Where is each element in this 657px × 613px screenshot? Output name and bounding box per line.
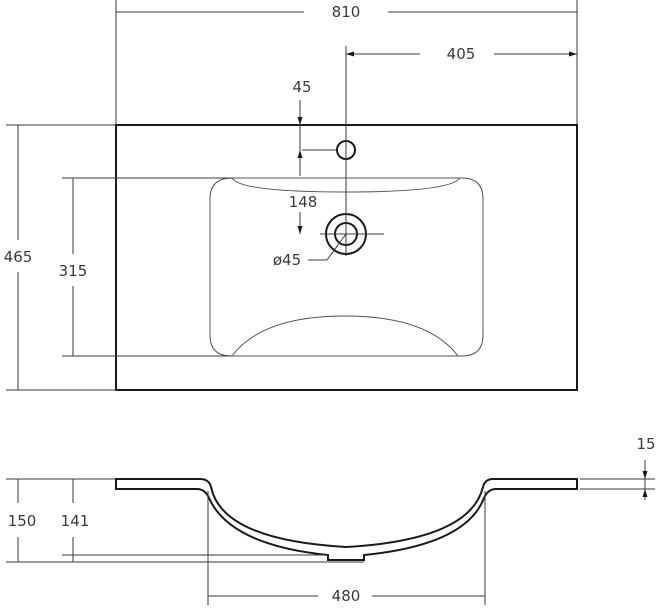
arrowhead xyxy=(297,117,303,125)
arrowhead xyxy=(642,489,648,497)
arrowhead xyxy=(642,471,648,479)
arrowhead xyxy=(297,226,303,234)
dim-overall-depth: 465 xyxy=(4,248,33,266)
dim-total-height: 150 xyxy=(8,512,37,530)
basin-outline xyxy=(209,177,484,357)
dim-half-width: 405 xyxy=(447,45,476,63)
dim-rim-thickness: 15 xyxy=(636,435,655,453)
dim-bowl-height: 141 xyxy=(61,512,90,530)
top-view: 810 405 45 148 ø45 465 315 xyxy=(4,0,578,391)
side-view: 15 150 141 480 xyxy=(6,435,656,605)
basin-lower-curve xyxy=(231,315,459,357)
dim-bowl-width: 480 xyxy=(332,587,361,605)
dim-bowl-depth: 315 xyxy=(59,262,88,280)
dim-faucet-offset: 45 xyxy=(292,78,311,96)
dim-drain-offset: 148 xyxy=(289,193,318,211)
arrowhead xyxy=(569,51,577,57)
dim-drain-diameter: ø45 xyxy=(273,251,301,269)
arrowhead xyxy=(346,51,354,57)
dim-overall-width: 810 xyxy=(332,3,361,21)
leader-line xyxy=(326,233,347,261)
side-profile-outer xyxy=(115,478,578,561)
basin-upper-curve xyxy=(231,177,461,193)
arrowhead xyxy=(297,150,303,158)
